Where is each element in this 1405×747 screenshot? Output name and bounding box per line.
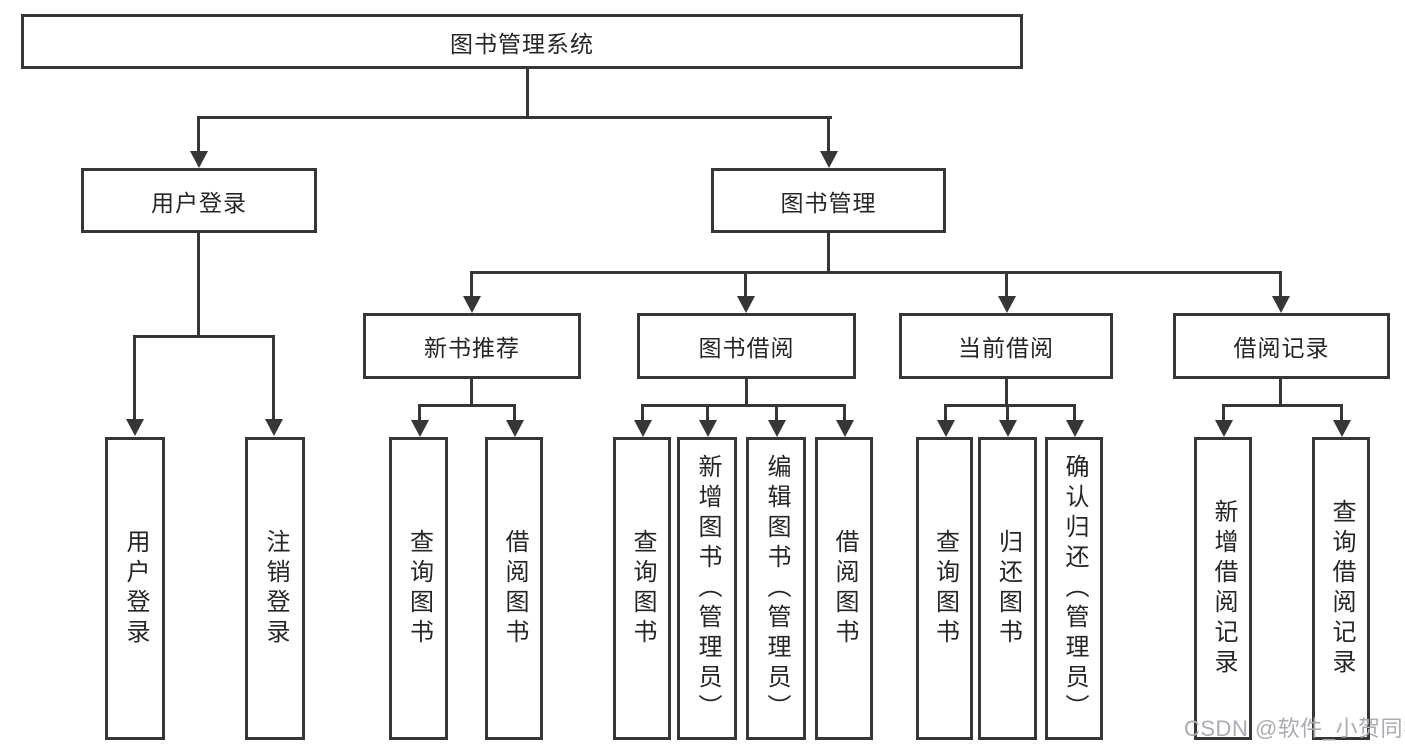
connector-new-book-stub	[470, 379, 473, 405]
node-logout-leaf: 注销登录	[245, 437, 305, 740]
arrowhead-book-borrow	[737, 296, 755, 313]
connector-current-borrow-stub	[1005, 379, 1008, 405]
node-book-management: 图书管理	[711, 168, 946, 233]
node-edit-books-admin: 编辑图书（管理员）	[746, 437, 806, 740]
connector-drop	[418, 404, 421, 421]
node-query-books-current: 查询图书	[916, 437, 973, 740]
connector-borrow-records-stub	[1279, 379, 1282, 405]
connector-drop	[775, 404, 778, 421]
node-new-book-recommend: 新书推荐	[363, 313, 581, 379]
arrowhead	[1215, 420, 1233, 437]
arrowhead-login	[126, 419, 144, 436]
arrowhead-logout	[265, 419, 283, 436]
connector-drop	[1073, 404, 1076, 421]
connector-borrow-records-rail	[1222, 404, 1341, 407]
node-query-borrow-record: 查询借阅记录	[1312, 437, 1370, 740]
node-borrow-books-leaf: 借阅图书	[815, 437, 873, 740]
connector-drop-login	[133, 335, 136, 421]
arrowhead	[1066, 420, 1084, 437]
node-query-books-recommend: 查询图书	[389, 437, 448, 740]
connector-drop-book-borrow	[744, 271, 747, 298]
arrowhead	[999, 420, 1017, 437]
arrowhead-current-borrow	[998, 296, 1016, 313]
node-library-management-system: 图书管理系统	[21, 14, 1023, 69]
connector-user-login-rail	[133, 335, 275, 338]
node-add-borrow-record: 新增借阅记录	[1194, 437, 1252, 740]
node-current-borrowing: 当前借阅	[899, 313, 1113, 379]
node-borrow-books-recommend: 借阅图书	[485, 437, 543, 740]
node-user-login-leaf: 用户登录	[105, 437, 165, 740]
csdn-watermark: CSDN @软件_小贺同学	[1184, 716, 1405, 741]
connector-drop	[944, 404, 947, 421]
connector-level1-rail	[197, 116, 832, 119]
node-add-books-admin: 新增图书（管理员）	[677, 437, 737, 740]
connector-root-stub	[526, 69, 529, 117]
connector-new-book-rail	[418, 404, 516, 407]
connector-drop	[1222, 404, 1225, 421]
node-borrowing-records: 借阅记录	[1173, 313, 1390, 379]
arrowhead	[634, 420, 652, 437]
node-book-borrowing: 图书借阅	[637, 313, 856, 379]
node-return-books: 归还图书	[978, 437, 1037, 740]
arrowhead	[1333, 420, 1351, 437]
arrowhead	[411, 420, 429, 437]
connector-drop-current-borrow	[1005, 271, 1008, 298]
arrowhead	[836, 420, 854, 437]
arrowhead-book-management	[820, 151, 838, 168]
connector-book-borrow-stub	[745, 379, 748, 405]
connector-drop	[641, 404, 644, 421]
connector-drop	[706, 404, 709, 421]
connector-drop-user-login	[197, 116, 200, 153]
connector-drop	[1340, 404, 1343, 421]
connector-current-borrow-rail	[944, 404, 1076, 407]
arrowhead	[699, 420, 717, 437]
connector-drop-book-management	[827, 116, 830, 153]
arrowhead	[937, 420, 955, 437]
connector-drop	[843, 404, 846, 421]
arrowhead	[768, 420, 786, 437]
connector-level2-rail	[470, 271, 1282, 274]
arrowhead-borrow-records	[1272, 296, 1290, 313]
connector-book-mgmt-stub	[827, 233, 830, 274]
connector-drop-new-book	[470, 271, 473, 298]
connector-drop-borrow-records	[1279, 271, 1282, 298]
connector-book-borrow-rail	[641, 404, 845, 407]
arrowhead-new-book	[463, 296, 481, 313]
node-confirm-return-admin: 确认归还（管理员）	[1045, 437, 1103, 740]
connector-drop-logout	[272, 335, 275, 421]
node-user-login: 用户登录	[81, 168, 317, 233]
connector-drop	[513, 404, 516, 421]
arrowhead	[506, 420, 524, 437]
node-query-books-borrowing: 查询图书	[613, 437, 671, 740]
arrowhead-user-login	[190, 151, 208, 168]
connector-user-login-stub	[197, 233, 200, 337]
connector-drop	[1006, 404, 1009, 421]
